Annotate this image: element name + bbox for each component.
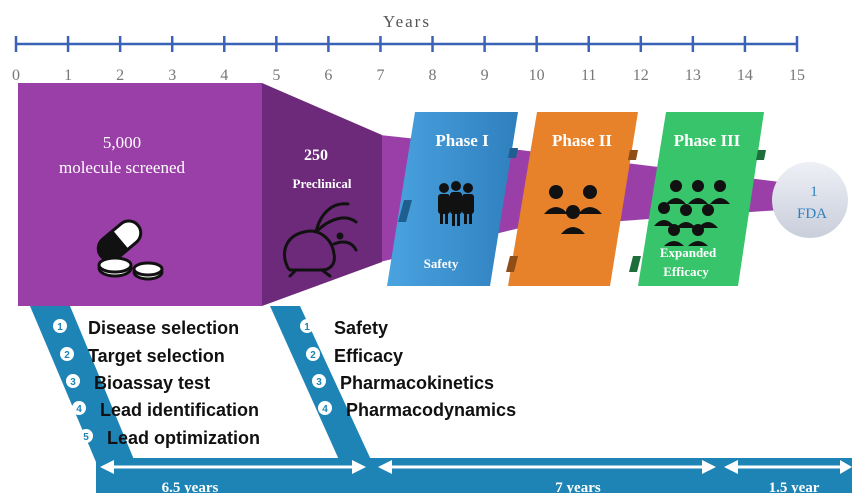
crowd-icon (654, 180, 730, 246)
step-number: 4 (322, 404, 328, 415)
pills-icon (96, 219, 164, 281)
axis-tick-label: 5 (272, 67, 280, 84)
step-number: 5 (83, 432, 89, 443)
discovery-step: 1 Disease selection (53, 318, 239, 338)
duration-bar (96, 458, 852, 493)
phase3-subtitle-line2: Efficacy (663, 264, 709, 279)
axis-tick-label: 15 (789, 67, 805, 84)
preclinical-block (262, 83, 382, 306)
axis-tick-label: 1 (64, 67, 72, 84)
phase1-subtitle: Safety (424, 256, 459, 271)
step-text: Bioassay test (94, 373, 210, 393)
step-text: Lead identification (100, 400, 259, 420)
duration-discovery: 6.5 years (162, 480, 219, 493)
axis-tick-label: 7 (376, 67, 384, 84)
preclinical-steps: 1 Safety 2 Efficacy 3 Pharmacokinetics 4… (300, 318, 516, 420)
phase3-tab-right (756, 150, 766, 160)
phase1-tab-right (508, 148, 518, 158)
rabbit-icon (283, 202, 358, 278)
discovery-count: 5,000 (103, 133, 141, 152)
preclinical-step: 2 Efficacy (306, 346, 403, 366)
axis-tick-label: 2 (116, 67, 124, 84)
people-group-icon (438, 181, 474, 226)
step-text: Safety (334, 318, 388, 338)
step-number: 2 (310, 350, 316, 361)
preclinical-step: 3 Pharmacokinetics (312, 373, 494, 393)
axis-tick-label: 10 (529, 67, 545, 84)
preclinical-count: 250 (304, 147, 328, 164)
axis-tick-label: 11 (581, 67, 596, 84)
axis-tick-label: 12 (633, 67, 649, 84)
axis-tick-label: 13 (685, 67, 701, 84)
duration-clinical: 7 years (555, 480, 601, 493)
discovery-step: 3 Bioassay test (66, 373, 210, 393)
fda-circle (772, 162, 848, 238)
preclinical-step: 1 Safety (300, 318, 388, 338)
preclinical-step: 4 Pharmacodynamics (318, 400, 516, 420)
phase2-title: Phase II (552, 131, 612, 150)
phase3-title: Phase III (674, 131, 741, 150)
phase1-title: Phase I (435, 131, 489, 150)
axis-tick-label: 9 (481, 67, 489, 84)
step-text: Efficacy (334, 346, 403, 366)
discovery-label: molecule screened (59, 158, 186, 177)
axis-tick-label: 14 (737, 67, 753, 84)
axis-tick-label: 8 (429, 67, 437, 84)
step-text: Pharmacokinetics (340, 373, 494, 393)
discovery-step: 2 Target selection (60, 346, 225, 366)
duration-approval: 1.5 year (769, 480, 820, 493)
step-text: Lead optimization (107, 428, 260, 448)
step-number: 3 (70, 377, 76, 388)
step-number: 4 (76, 404, 82, 415)
step-number: 3 (316, 377, 322, 388)
phase1-tab-left (398, 200, 412, 222)
discovery-step: 4 Lead identification (72, 400, 259, 420)
step-text: Pharmacodynamics (346, 400, 516, 420)
phase3-tab-left (629, 256, 641, 272)
phase3-subtitle-line1: Expanded (660, 245, 717, 260)
step-text: Disease selection (88, 318, 239, 338)
discovery-steps: 1 Disease selection 2 Target selection 3… (53, 318, 260, 448)
phase2-panel (508, 112, 638, 286)
phase2-tab-left (506, 256, 518, 272)
axis-tick-label: 0 (12, 67, 20, 84)
step-number: 2 (64, 350, 70, 361)
axis-title: Years (383, 12, 431, 31)
phase2-tab-right (628, 150, 638, 160)
fda-count: 1 (810, 184, 818, 200)
axis-tick-label: 4 (220, 67, 228, 84)
axis-tick-label: 3 (168, 67, 176, 84)
duration-arrows (100, 460, 852, 474)
discovery-step: 5 Lead optimization (79, 428, 260, 448)
step-number: 1 (304, 322, 310, 333)
step-text: Target selection (88, 346, 225, 366)
preclinical-label: Preclinical (293, 176, 352, 191)
step-number: 1 (57, 322, 63, 333)
axis-tick-label: 6 (324, 67, 332, 84)
patients-group-icon (544, 185, 602, 234)
discovery-band (30, 306, 135, 462)
fda-label: FDA (797, 206, 827, 222)
